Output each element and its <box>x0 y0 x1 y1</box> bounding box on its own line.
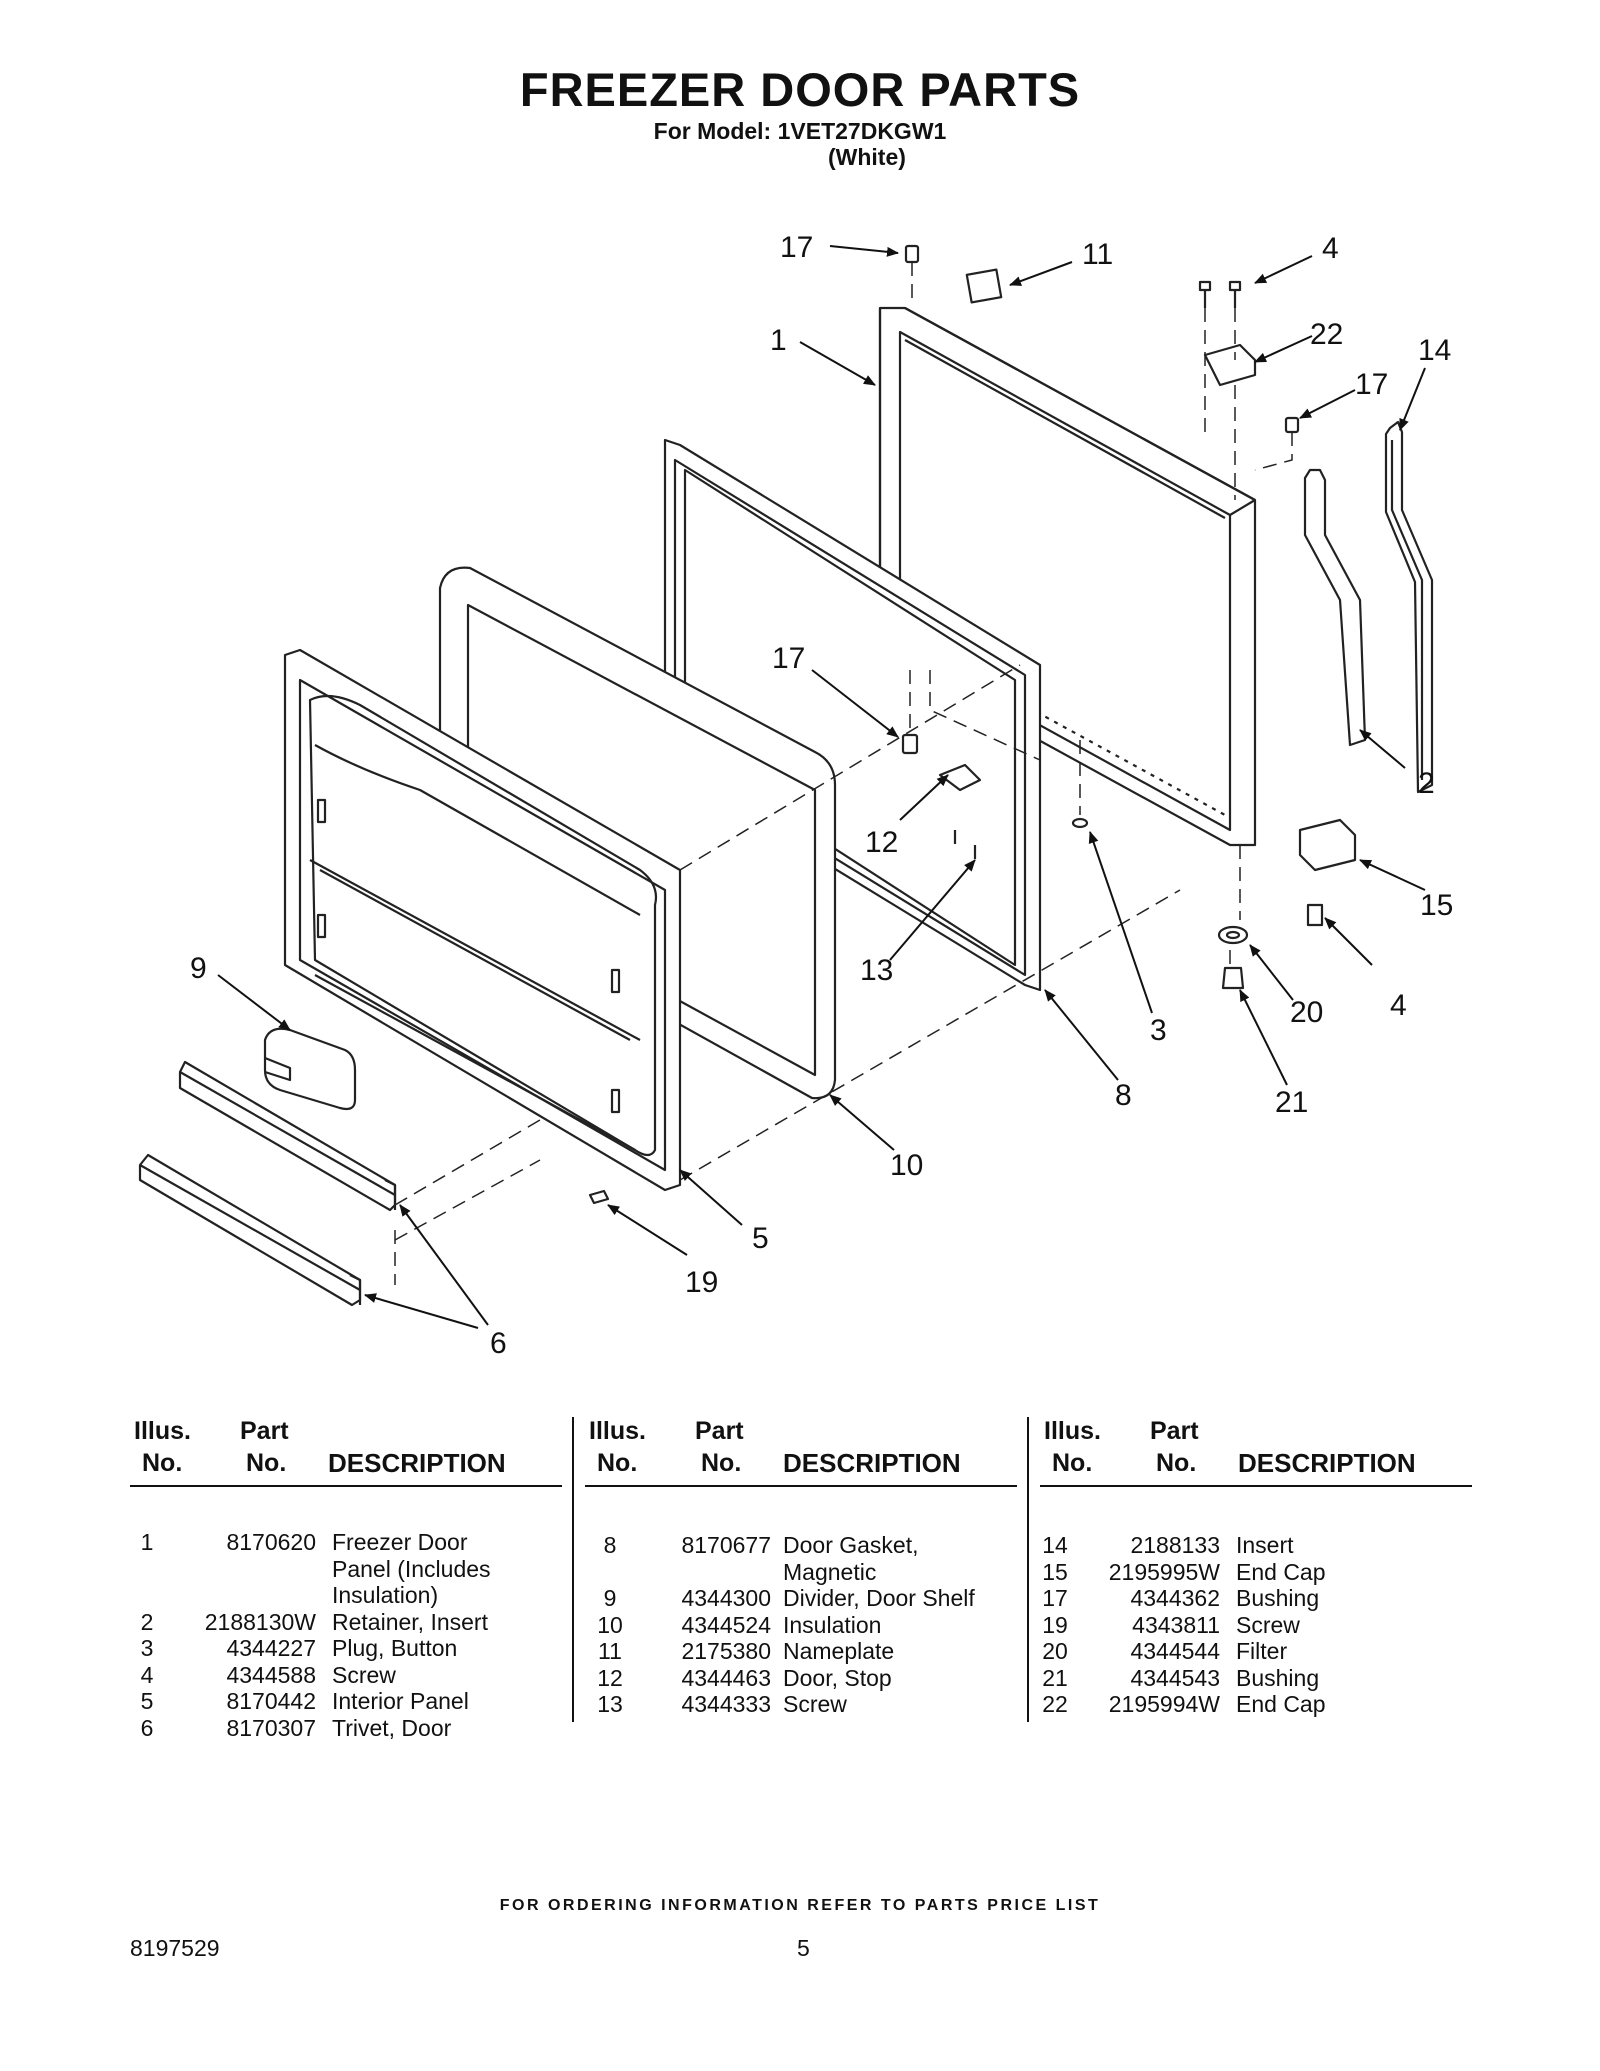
document-number: 8197529 <box>130 1935 220 1961</box>
divider-drawing <box>263 1027 357 1111</box>
parts-table-column-1: Illus. Part No. No. DESCRIPTION 1 817062… <box>130 1417 562 1741</box>
header-illus: Illus. <box>589 1417 646 1445</box>
callout-17-middle: 17 <box>772 642 805 675</box>
alignment-lines <box>394 262 1293 1285</box>
callout-4-bottom: 4 <box>1390 989 1407 1022</box>
color-line: (White) <box>828 144 906 170</box>
header-part-no: No. <box>1156 1449 1197 1477</box>
header-illus-no: No. <box>597 1449 638 1477</box>
header-illus-no: No. <box>142 1449 183 1477</box>
table-row: 8 8170677 Door Gasket, Magnetic <box>603 1532 919 1585</box>
callout-3: 3 <box>1150 1014 1167 1047</box>
callout-19: 19 <box>685 1266 718 1299</box>
callout-2: 2 <box>1418 767 1435 800</box>
table-row: 20 4344544 Filter <box>1042 1638 1288 1664</box>
header-illus: Illus. <box>134 1417 191 1445</box>
header-description: DESCRIPTION <box>328 1448 506 1478</box>
callout-14: 14 <box>1418 334 1451 367</box>
table-row: 12 4344463 Door, Stop <box>597 1664 892 1691</box>
hardware-drawing <box>588 244 1357 1205</box>
table-row: 22 2195994W End Cap <box>1042 1691 1326 1717</box>
callout-21: 21 <box>1275 1086 1308 1119</box>
header-illus-no: No. <box>1052 1449 1093 1477</box>
exploded-parts-diagram: 17 11 4 1 22 14 17 17 2 12 15 9 13 3 20 … <box>138 231 1453 1360</box>
table-row: 4 4344588 Screw <box>140 1661 396 1688</box>
parts-table-column-3: Illus. Part No. No. DESCRIPTION 14 21881… <box>1040 1417 1472 1718</box>
table-row: 14 2188133 Insert <box>1042 1532 1294 1558</box>
callout-8: 8 <box>1115 1079 1132 1112</box>
header-description: DESCRIPTION <box>783 1448 961 1478</box>
callout-4-top: 4 <box>1322 232 1339 265</box>
header-part: Part <box>240 1417 289 1445</box>
interior-panel-drawing <box>283 648 682 1192</box>
header-part-no: No. <box>701 1449 742 1477</box>
parts-rows: 1 8170620 Freezer Door Panel (Includes I… <box>130 1529 562 1741</box>
parts-rows: 14 2188133 Insert 15 2195995W End Cap 17… <box>1040 1532 1472 1718</box>
callout-17-right: 17 <box>1355 368 1388 401</box>
callout-10: 10 <box>890 1149 923 1182</box>
table-row: 21 4344543 Bushing <box>1042 1664 1320 1691</box>
table-row: 5 8170442 Interior Panel <box>140 1688 469 1714</box>
table-row: 15 2195995W End Cap <box>1042 1558 1326 1585</box>
callout-11: 11 <box>1082 238 1113 271</box>
header-illus: Illus. <box>1044 1417 1101 1445</box>
callout-leaders <box>217 245 1426 1329</box>
callout-5: 5 <box>752 1222 769 1255</box>
column-divider-1 <box>572 1417 574 1722</box>
callout-15: 15 <box>1420 889 1453 922</box>
door-panel-drawing <box>878 306 1257 847</box>
callout-6: 6 <box>490 1327 507 1360</box>
callout-12: 12 <box>865 826 898 859</box>
table-row: 13 4344333 Screw <box>597 1691 847 1717</box>
parts-rows: 8 8170677 Door Gasket, Magnetic 9 434430… <box>585 1532 1017 1718</box>
retainer-insert-drawing <box>1303 420 1434 794</box>
callout-numbers: 17 11 4 1 22 14 17 17 2 12 15 9 13 3 20 … <box>190 231 1453 1360</box>
header-part-no: No. <box>246 1449 287 1477</box>
page-number: 5 <box>797 1935 810 1961</box>
table-row: 19 4343811 Screw <box>1042 1611 1300 1638</box>
table-row: 6 8170307 Trivet, Door <box>140 1714 452 1741</box>
table-row: 1 8170620 Freezer Door Panel (Includes I… <box>140 1529 491 1608</box>
ordering-note: FOR ORDERING INFORMATION REFER TO PARTS … <box>499 1897 1101 1914</box>
table-row: 10 4344524 Insulation <box>597 1611 882 1638</box>
table-row: 3 4344227 Plug, Button <box>140 1635 458 1661</box>
model-line: For Model: 1VET27DKGW1 <box>653 118 947 144</box>
callout-13: 13 <box>860 954 893 987</box>
table-row: 17 4344362 Bushing <box>1042 1585 1320 1611</box>
table-row: 2 2188130W Retainer, Insert <box>140 1608 488 1635</box>
header-part: Part <box>695 1417 744 1445</box>
column-divider-2 <box>1027 1417 1029 1722</box>
table-row: 11 2175380 Nameplate <box>598 1638 895 1664</box>
trivet-lower-drawing <box>138 1153 362 1307</box>
header-part: Part <box>1150 1417 1199 1445</box>
table-row: 9 4344300 Divider, Door Shelf <box>603 1585 975 1611</box>
callout-9: 9 <box>190 952 207 985</box>
parts-table-column-2: Illus. Part No. No. DESCRIPTION 8 817067… <box>585 1417 1017 1718</box>
page-title: FREEZER DOOR PARTS <box>519 63 1081 116</box>
callout-17-top: 17 <box>780 231 813 264</box>
callout-1: 1 <box>770 324 787 357</box>
callout-22: 22 <box>1310 318 1343 351</box>
callout-20: 20 <box>1290 996 1323 1029</box>
header-description: DESCRIPTION <box>1238 1448 1416 1478</box>
